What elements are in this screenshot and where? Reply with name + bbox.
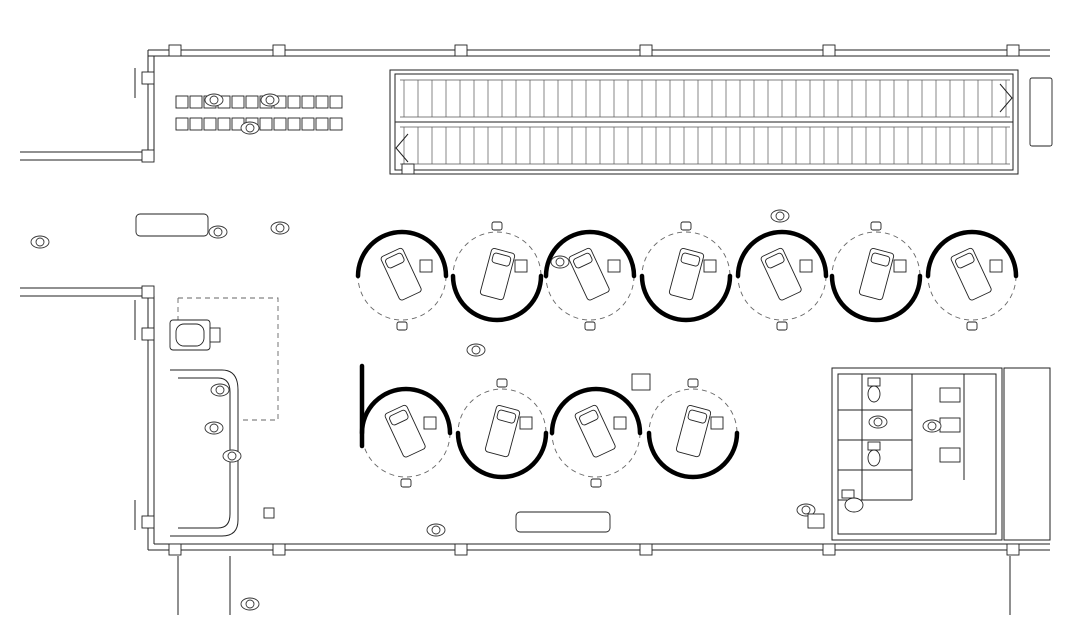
treatment-pod — [455, 378, 549, 480]
person-icon — [222, 449, 242, 463]
seat — [287, 117, 301, 131]
person-icon — [922, 419, 942, 433]
person-icon — [770, 209, 790, 223]
treatment-pod — [639, 221, 733, 323]
person-icon — [868, 415, 888, 429]
treatment-pod — [925, 229, 1019, 331]
person-icon — [466, 343, 486, 357]
treatment-pod — [359, 386, 453, 488]
treatment-pod — [829, 221, 923, 323]
pod-wall — [639, 273, 733, 323]
seat — [217, 117, 231, 131]
seat — [315, 117, 329, 131]
person-icon — [796, 503, 816, 517]
person-icon — [426, 523, 446, 537]
wheelchair-icon — [631, 373, 651, 391]
treatment-pods — [355, 221, 1019, 488]
occupants — [30, 93, 942, 611]
pod-wall — [543, 229, 637, 279]
treatment-pod — [549, 386, 643, 488]
column-markers — [141, 44, 1020, 556]
seat — [189, 117, 203, 131]
wheelchair-icon — [807, 513, 825, 529]
escalator-icon — [389, 69, 1053, 175]
seat — [329, 95, 343, 109]
treatment-pod — [450, 221, 544, 323]
pod-wall — [359, 386, 453, 436]
pod-wall — [549, 386, 643, 436]
seat — [203, 117, 217, 131]
seat — [273, 117, 287, 131]
sink-icon — [939, 387, 961, 463]
seat — [259, 117, 273, 131]
person-icon — [240, 121, 260, 135]
pod-wall — [450, 273, 544, 323]
seat — [287, 95, 301, 109]
reception-area — [169, 297, 279, 537]
pod-wall — [925, 229, 1019, 279]
person-icon — [208, 225, 228, 239]
pod-wall — [646, 430, 740, 480]
treatment-pod — [646, 378, 740, 480]
patient-bed-icon — [515, 511, 611, 533]
seat — [301, 95, 315, 109]
person-icon — [30, 235, 50, 249]
person-icon — [550, 255, 570, 269]
dental-chair-icon — [169, 319, 221, 351]
seat — [231, 95, 245, 109]
treatment-pod — [543, 229, 637, 331]
person-icon — [260, 93, 280, 107]
pod-wall — [455, 430, 549, 480]
pod-wall — [829, 273, 923, 323]
toilet-icon — [841, 377, 881, 513]
seat — [175, 117, 189, 131]
person-icon — [270, 221, 290, 235]
person-icon — [204, 421, 224, 435]
pod-wall — [355, 229, 449, 279]
patient-bed-icon — [135, 213, 209, 237]
person-icon — [210, 383, 230, 397]
seat — [329, 117, 343, 131]
person-icon — [204, 93, 224, 107]
seat — [301, 117, 315, 131]
seat — [175, 95, 189, 109]
exterior-walls — [20, 49, 1050, 615]
pod-wall — [735, 229, 829, 279]
seat — [315, 95, 329, 109]
treatment-pod — [735, 229, 829, 331]
seat — [245, 95, 259, 109]
person-icon — [240, 597, 260, 611]
seat — [189, 95, 203, 109]
waiting-seats — [175, 95, 343, 131]
treatment-pod — [355, 229, 449, 331]
toilet-block — [831, 367, 1051, 541]
